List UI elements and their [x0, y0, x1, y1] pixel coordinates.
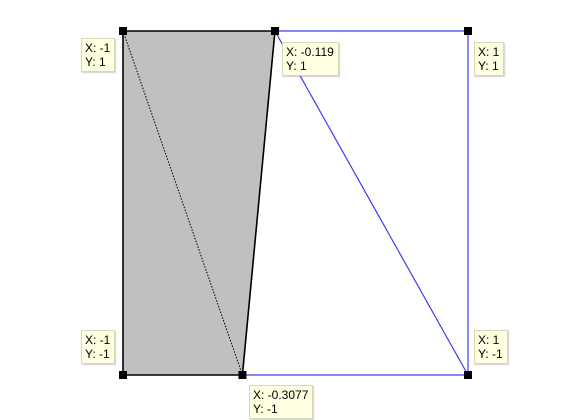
- vertex-handle-top-right[interactable]: [464, 27, 472, 35]
- vertex-label-x: X: 1: [478, 45, 500, 59]
- edge-top-mid-bottom-mid[interactable]: [241, 30, 276, 376]
- vertex-label-top-right: X: 1 Y: 1: [474, 42, 505, 76]
- vertex-label-bottom-left: X: -1 Y: -1: [81, 330, 116, 364]
- vertex-label-bottom-right: X: 1 Y: -1: [474, 330, 508, 364]
- vertex-label-x: X: -0.3077: [253, 388, 309, 402]
- vertex-label-y: Y: 1: [478, 59, 499, 73]
- vertex-label-x: X: -0.119: [286, 45, 334, 59]
- vertex-label-x: X: -1: [85, 41, 111, 55]
- vertex-handle-bottom-right[interactable]: [464, 371, 472, 379]
- vertex-handle-top-left[interactable]: [119, 27, 127, 35]
- vertex-label-y: Y: -1: [253, 402, 278, 416]
- filled-region[interactable]: [123, 31, 275, 375]
- vertex-label-x: X: -1: [85, 333, 111, 347]
- vertex-label-top-left: X: -1 Y: 1: [81, 38, 116, 72]
- vertex-label-y: Y: -1: [478, 347, 503, 361]
- vertex-label-x: X: 1: [478, 333, 500, 347]
- edge-top-mid-bottom-right[interactable]: [274, 30, 469, 376]
- vertex-label-y: Y: 1: [85, 55, 106, 69]
- vertex-handle-top-mid[interactable]: [270, 27, 279, 35]
- edge-top-left-bottom-mid[interactable]: [122, 30, 243, 376]
- vertex-label-y: Y: 1: [286, 59, 307, 73]
- vertex-label-top-mid: X: -0.119 Y: 1: [282, 42, 339, 76]
- vertex-handle-bottom-left[interactable]: [119, 371, 127, 379]
- vertex-label-bottom-mid: X: -0.3077 Y: -1: [249, 385, 314, 419]
- vertex-label-y: Y: -1: [85, 347, 110, 361]
- vertex-handle-bottom-mid[interactable]: [238, 371, 247, 379]
